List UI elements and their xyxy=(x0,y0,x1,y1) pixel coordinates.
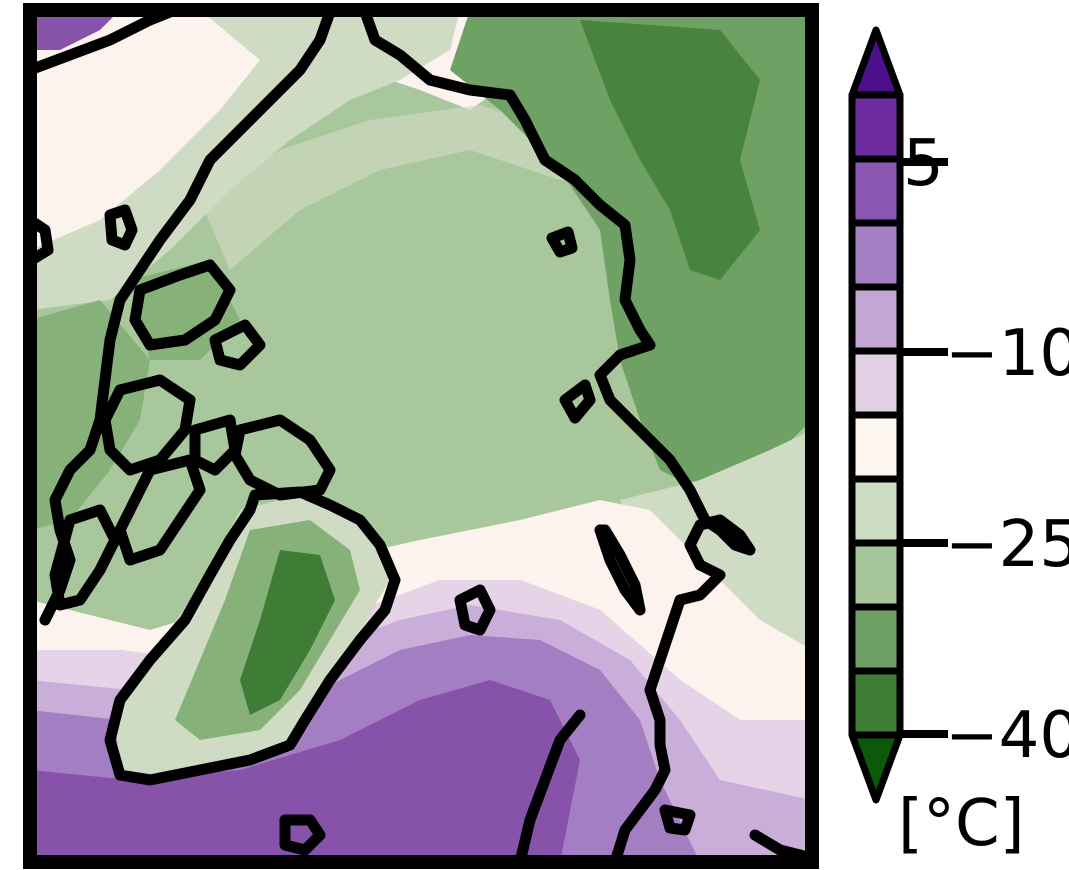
colorbar-level xyxy=(848,603,904,675)
colorbar-level xyxy=(848,283,904,355)
coast-island-4 xyxy=(114,454,206,566)
coast-island-10 xyxy=(546,226,578,258)
colorbar-level xyxy=(848,26,904,99)
colorbar-ticks xyxy=(900,158,948,738)
colorbar-unit-label: [°C] xyxy=(898,787,1025,861)
coast-novaya xyxy=(594,524,646,616)
colorbar-level xyxy=(848,475,904,547)
colorbar-level xyxy=(848,731,904,804)
coast-island-9 xyxy=(30,214,54,264)
coast-greenland xyxy=(104,486,401,786)
field-east-pale xyxy=(620,430,812,660)
colorbar-tick-label: −40 xyxy=(945,699,1069,773)
field-canada-west xyxy=(30,300,150,530)
colorbar-tick-label: −25 xyxy=(945,508,1069,582)
field-deeppurple xyxy=(30,680,580,862)
field-purple-corner xyxy=(30,10,120,50)
temperature-map xyxy=(30,10,812,862)
coast-island-1 xyxy=(129,259,236,351)
coast-island-2 xyxy=(229,414,336,501)
coast-island-6 xyxy=(209,319,266,371)
coast-eurasia xyxy=(359,10,756,862)
colorbar-level xyxy=(848,155,904,227)
colorbar-level xyxy=(848,91,904,163)
map-frame xyxy=(23,3,819,869)
colorbar-level xyxy=(848,539,904,611)
field-siberia-core xyxy=(580,20,760,280)
colorbar-level xyxy=(848,411,904,483)
colorbar-level xyxy=(848,667,904,739)
greenland-core xyxy=(240,550,335,715)
colorbar-tick-label: −10 xyxy=(945,317,1069,391)
colorbar-level xyxy=(848,347,904,419)
colorbar: 5 −10 −25 −40 [°C] xyxy=(848,26,1069,861)
coast-island-3 xyxy=(99,374,196,476)
coast-island-7 xyxy=(49,504,121,611)
field-arctic-basin xyxy=(210,120,610,510)
colorbar-boxes xyxy=(848,26,904,804)
coast-canada-north xyxy=(39,10,336,626)
field-palegreen-north xyxy=(30,10,460,310)
colorbar-level xyxy=(848,219,904,291)
coast-island-8 xyxy=(104,204,138,251)
coast-island-5 xyxy=(189,414,241,476)
coast-iceland xyxy=(454,584,496,636)
coast-scandinavia-bit xyxy=(659,804,696,836)
coast-europe-south xyxy=(514,709,586,862)
colorbar-tick-label: 5 xyxy=(903,127,944,201)
coastlines xyxy=(30,10,812,862)
field-basin-ring xyxy=(200,105,600,270)
coast-uk xyxy=(279,814,326,856)
coast-island-11 xyxy=(559,379,596,424)
